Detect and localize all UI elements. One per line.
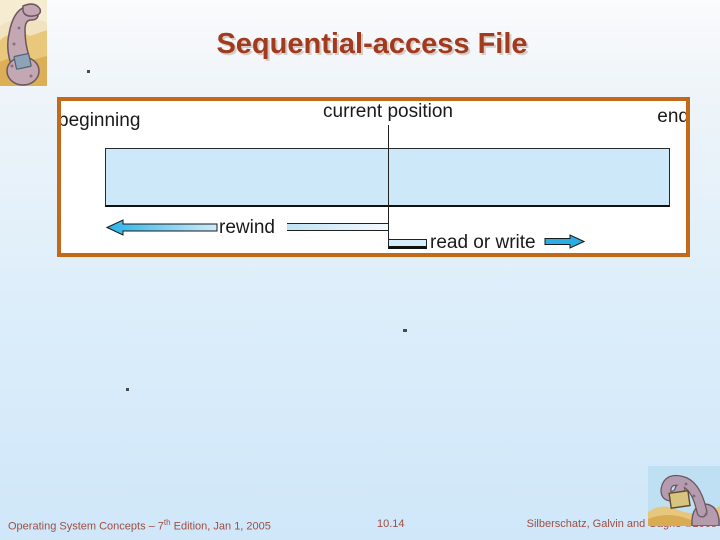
rewind-bar-segment <box>287 223 388 231</box>
footer-edition-rest: Edition, Jan 1, 2005 <box>170 520 271 533</box>
label-current-position: current position <box>323 101 453 122</box>
file-tape-rect <box>105 148 670 207</box>
footer-book-title: Operating System Concepts – 7th Edition,… <box>8 518 271 533</box>
footer-edition-sup: th <box>163 518 171 527</box>
read-write-bar-segment <box>388 239 427 249</box>
label-end: end <box>657 106 689 127</box>
dinosaur-logo-icon <box>0 0 47 86</box>
rewind-left-arrow-icon <box>106 219 218 236</box>
footer-book-title-text: Operating System Concepts – 7 <box>8 520 164 533</box>
label-read-or-write: read or write <box>430 232 536 253</box>
sequential-access-file-diagram: beginning current position end rewind re… <box>57 97 690 257</box>
label-beginning: beginning <box>58 110 141 131</box>
read-write-right-arrow-icon <box>544 234 585 249</box>
dinosaur-reading-illustration <box>0 0 47 86</box>
current-position-line <box>388 125 389 248</box>
stray-mark <box>403 329 407 332</box>
slide-page-number: 10.14 <box>377 518 405 530</box>
label-rewind: rewind <box>219 217 275 238</box>
title-container: Sequential-access File <box>24 28 720 61</box>
dinosaur-reading-illustration <box>648 466 720 527</box>
stray-mark <box>87 70 90 73</box>
page-title: Sequential-access File <box>216 28 528 60</box>
dinosaur-logo-icon <box>648 466 720 527</box>
stray-mark <box>126 388 129 391</box>
